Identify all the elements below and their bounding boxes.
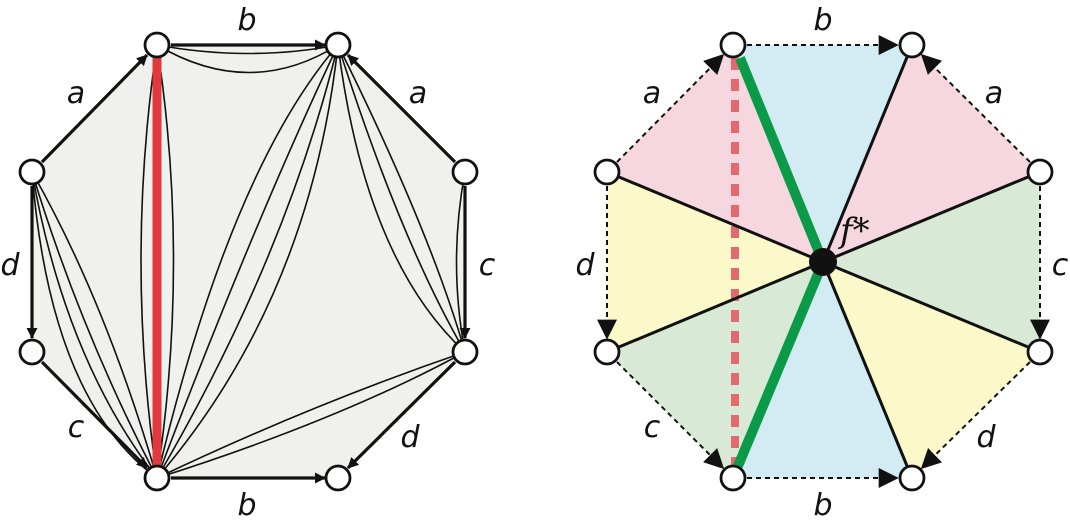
sector-blue-top — [733, 45, 912, 262]
spoke — [822, 260, 1041, 354]
right-spokes — [606, 44, 1041, 479]
right-label-c-lower-left: c — [644, 410, 661, 445]
center-label-f-star: f* — [837, 211, 870, 251]
sector-yellow-left — [607, 172, 823, 352]
left-edge-d-lower-right — [346, 360, 457, 470]
right-label-a-upper-right: a — [985, 76, 1003, 111]
left-label-a-upper-left: a — [67, 76, 85, 111]
left-octagon-fill — [32, 45, 465, 478]
right-label-b-bottom: b — [813, 488, 832, 523]
left-label-d-lower-right: d — [400, 420, 420, 455]
right-label-d-lower-right: d — [976, 420, 996, 455]
right-vertex — [1026, 338, 1054, 366]
left-edge-a-upper-right — [346, 53, 457, 164]
left-label-c-lower-left: c — [68, 410, 85, 445]
left-vertex — [143, 31, 171, 59]
sector-yellow-lower-right — [823, 262, 1040, 478]
left-label-b-top: b — [237, 3, 256, 38]
left-label-a-upper-right: a — [409, 76, 427, 111]
left-figure: b a a d c c d b — [0, 3, 495, 523]
left-edge-c-lower-left — [40, 360, 149, 470]
right-label-d-left: d — [575, 248, 595, 283]
spoke — [606, 260, 824, 354]
spoke — [822, 170, 1041, 264]
right-label-c-right: c — [1052, 248, 1069, 283]
left-label-c-right: c — [479, 248, 496, 283]
right-vertex — [898, 464, 926, 492]
right-vertices — [593, 31, 1054, 492]
left-vertex — [143, 464, 171, 492]
spoke — [821, 261, 914, 479]
center-node-f-star — [809, 248, 837, 276]
spoke — [821, 44, 914, 263]
right-edge-c-lower-left — [616, 361, 725, 470]
left-vertex — [18, 338, 46, 366]
sector-pink-upper-right — [823, 45, 1040, 262]
right-boundary-edges — [597, 35, 1050, 488]
left-edge-a-upper-left — [40, 53, 149, 164]
sector-green-right — [823, 172, 1040, 352]
right-vertex — [719, 31, 747, 59]
right-edge-a-upper-left — [616, 53, 725, 163]
left-boundary-edges — [26, 39, 471, 484]
left-vertex — [324, 31, 352, 59]
right-figure: f* b a a d c c d b — [575, 3, 1068, 523]
left-vertex — [18, 158, 46, 186]
left-vertex — [324, 464, 352, 492]
right-label-a-upper-left: a — [643, 76, 661, 111]
right-vertex — [719, 464, 747, 492]
left-label-b-bottom: b — [237, 488, 256, 523]
left-label-d-left: d — [0, 248, 20, 283]
sector-blue-bottom — [733, 262, 912, 478]
left-vertex — [451, 158, 479, 186]
right-vertex — [898, 31, 926, 59]
right-edge-a-upper-right — [920, 53, 1031, 163]
left-vertex — [451, 338, 479, 366]
right-vertex — [593, 158, 621, 186]
left-vertices — [18, 31, 479, 492]
spoke — [606, 170, 824, 264]
right-vertex — [593, 338, 621, 366]
right-label-b-top: b — [813, 3, 832, 38]
right-vertex — [1026, 158, 1054, 186]
sector-green-lower-left — [607, 262, 823, 478]
sector-pink-upper-left — [607, 45, 823, 262]
right-edge-d-lower-right — [920, 361, 1031, 470]
right-sectors — [607, 45, 1040, 478]
